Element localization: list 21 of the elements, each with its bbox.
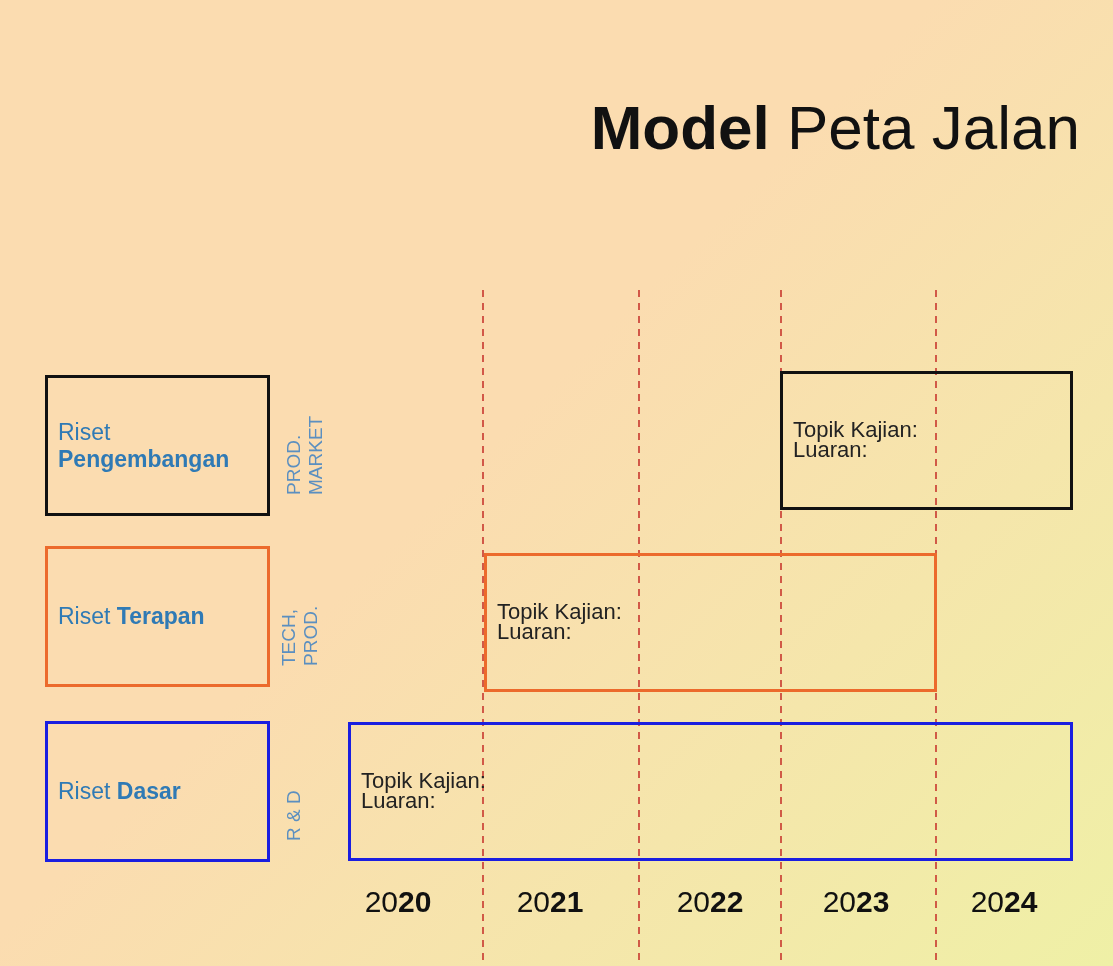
- year-label: 2023: [821, 885, 891, 919]
- timeline-box: [348, 722, 1073, 861]
- category-box: [45, 721, 270, 862]
- year-label: 2024: [969, 885, 1039, 919]
- category-label: Riset Dasar: [58, 778, 181, 805]
- vertical-side-label: PROD. MARKET: [283, 414, 327, 495]
- vertical-side-label: R & D: [283, 789, 305, 841]
- timeline-box: [780, 371, 1073, 510]
- topic-label: Topik Kajian:: [793, 419, 918, 441]
- topic-label: Topik Kajian:: [361, 770, 486, 792]
- year-label: 2022: [675, 885, 745, 919]
- category-box: [45, 375, 270, 516]
- timeline-box: [484, 553, 937, 692]
- title: Model Peta Jalan: [589, 92, 1080, 164]
- category-box: [45, 546, 270, 687]
- category-label: Riset Pengembangan: [58, 418, 231, 473]
- topic-label: Topik Kajian:: [497, 601, 622, 623]
- vertical-side-label: TECH, PROD.: [278, 604, 322, 666]
- year-label: 2021: [515, 885, 585, 919]
- year-label: 2020: [363, 885, 433, 919]
- category-label: Riset Terapan: [58, 603, 205, 630]
